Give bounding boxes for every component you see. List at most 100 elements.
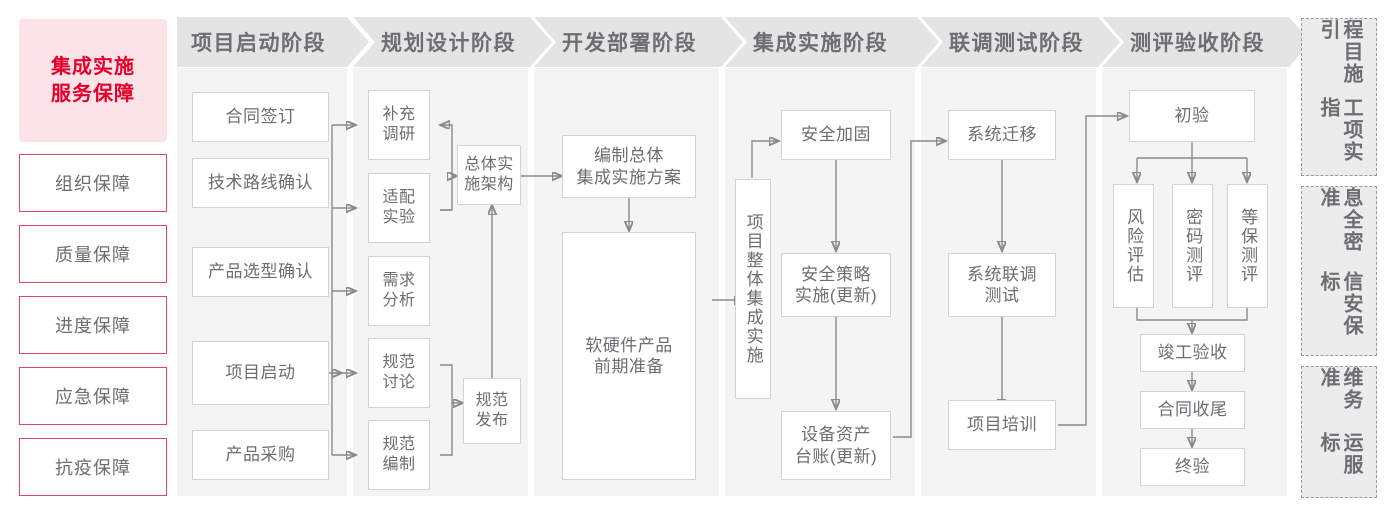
guarantee-item-label: 应急保障 xyxy=(55,387,131,407)
node-completion-acceptance[interactable]: 竣工验收 xyxy=(1140,334,1245,372)
title-block-line2: 服务保障 xyxy=(51,82,135,105)
phase-header-jointtest[interactable]: 联调测试阶段 xyxy=(921,17,1120,67)
node-label-line1: 安全策略 xyxy=(800,264,871,284)
standard-label-col2: 信安保标 xyxy=(1317,271,1362,337)
phase-header-label: 集成实施阶段 xyxy=(753,32,888,55)
phase-header-label: 项目启动阶段 xyxy=(191,32,326,55)
node-system-migration[interactable]: 系统迁移 xyxy=(948,110,1056,160)
standard-engineering-guide[interactable]: 程目施引 工项实指 xyxy=(1301,18,1377,176)
phase-header-startup[interactable]: 项目启动阶段 xyxy=(177,17,369,67)
node-label-line1: 系统联调 xyxy=(967,264,1037,284)
node-label-line1: 规范 xyxy=(382,354,416,371)
node-label-line2: 台账(更新) xyxy=(794,446,878,466)
standard-label-col1: 息全密准 xyxy=(1317,187,1362,253)
phase-header-acceptance[interactable]: 测评验收阶段 xyxy=(1102,17,1311,67)
guarantee-item-label: 组织保障 xyxy=(55,174,131,194)
guarantee-item-label: 质量保障 xyxy=(55,245,131,265)
phase-header-integrate[interactable]: 集成实施阶段 xyxy=(725,17,939,67)
standard-label-col1: 程目施引 xyxy=(1317,19,1362,85)
node-label-line2: 施架构 xyxy=(464,176,514,193)
node-equipment-asset-ledger[interactable]: 设备资产 台账(更新) xyxy=(781,411,891,480)
standard-label-col2: 运服标 xyxy=(1317,432,1362,476)
node-label-line2: 编制 xyxy=(382,456,416,473)
node-overall-implementation-architecture[interactable]: 总体实 施架构 xyxy=(457,145,521,205)
node-label-line1: 软硬件产品 xyxy=(585,335,673,355)
guarantee-item-label: 抗疫保障 xyxy=(55,458,131,478)
node-risk-assessment[interactable]: 风险评估 xyxy=(1113,184,1154,308)
node-final-acceptance[interactable]: 终验 xyxy=(1140,448,1245,486)
node-label-line1: 适配 xyxy=(382,189,416,206)
node-standard-drafting[interactable]: 规范 编制 xyxy=(368,420,430,490)
node-label: 安全加固 xyxy=(801,125,871,145)
standard-om-service[interactable]: 维务准 运服标 xyxy=(1301,366,1377,498)
node-contract-closeout[interactable]: 合同收尾 xyxy=(1140,391,1245,429)
phase-header-label: 测评验收阶段 xyxy=(1130,32,1265,55)
node-label: 竣工验收 xyxy=(1157,343,1228,363)
node-label: 项目整体集成实施 xyxy=(743,213,763,365)
node-label: 系统迁移 xyxy=(967,125,1037,145)
standard-label-col2: 工项实指 xyxy=(1317,97,1362,163)
node-adaptation-experiment[interactable]: 适配 实验 xyxy=(368,173,430,243)
node-label: 风险评估 xyxy=(1124,208,1144,284)
node-standard-discussion[interactable]: 规范 讨论 xyxy=(368,338,430,408)
node-system-joint-debug-test[interactable]: 系统联调 测试 xyxy=(948,253,1056,317)
node-label: 项目启动 xyxy=(225,363,296,383)
node-standard-release[interactable]: 规范 发布 xyxy=(463,378,521,444)
node-classified-protection-evaluation[interactable]: 等保测评 xyxy=(1227,184,1268,308)
standard-infosec-confidentiality[interactable]: 息全密准 信安保标 xyxy=(1301,186,1377,356)
node-label-line2: 前期准备 xyxy=(594,357,664,376)
node-cryptography-evaluation[interactable]: 密码测评 xyxy=(1172,184,1213,308)
phase-header-label: 联调测试阶段 xyxy=(949,32,1084,55)
node-label-line2: 实施(更新) xyxy=(794,286,878,305)
node-security-policy-implementation[interactable]: 安全策略 实施(更新) xyxy=(781,253,891,317)
node-contract-signing[interactable]: 合同签订 xyxy=(192,92,329,142)
node-preliminary-acceptance[interactable]: 初验 xyxy=(1129,90,1255,142)
guarantee-item-4[interactable]: 抗疫保障 xyxy=(19,438,167,496)
node-tech-route-confirm[interactable]: 技术路线确认 xyxy=(192,158,329,208)
node-label-line2: 分析 xyxy=(382,292,416,309)
node-label: 终验 xyxy=(1175,457,1210,477)
node-requirement-analysis[interactable]: 需求 分析 xyxy=(368,256,430,326)
node-label-line2: 测试 xyxy=(984,286,1020,305)
phase-header-develop[interactable]: 开发部署阶段 xyxy=(534,17,743,67)
node-label: 合同签订 xyxy=(225,107,296,127)
node-security-hardening[interactable]: 安全加固 xyxy=(781,110,891,160)
standard-label-col1: 维务准 xyxy=(1317,367,1362,411)
node-draft-overall-integration-plan[interactable]: 编制总体 集成实施方案 xyxy=(562,135,696,198)
node-label-line2: 实验 xyxy=(382,209,416,226)
guarantee-item-1[interactable]: 质量保障 xyxy=(19,225,167,283)
node-label: 产品选型确认 xyxy=(208,262,313,282)
title-block-line1: 集成实施 xyxy=(51,55,135,78)
guarantee-item-label: 进度保障 xyxy=(55,316,131,336)
node-label-line2: 调研 xyxy=(382,126,416,143)
title-block: 集成实施 服务保障 xyxy=(19,19,167,142)
guarantee-item-0[interactable]: 组织保障 xyxy=(19,154,167,212)
node-product-selection-confirm[interactable]: 产品选型确认 xyxy=(192,247,329,297)
phase-header-label: 开发部署阶段 xyxy=(562,32,697,55)
phase-header-planning[interactable]: 规划设计阶段 xyxy=(353,17,552,67)
node-overall-project-integration[interactable]: 项目整体集成实施 xyxy=(735,179,771,399)
node-label: 技术路线确认 xyxy=(208,173,313,193)
node-label: 合同收尾 xyxy=(1157,400,1228,420)
node-supplementary-research[interactable]: 补充 调研 xyxy=(368,90,430,160)
node-label-line2: 集成实施方案 xyxy=(576,167,682,187)
node-label: 等保测评 xyxy=(1238,208,1258,284)
node-label-line2: 发布 xyxy=(475,412,509,429)
guarantee-item-3[interactable]: 应急保障 xyxy=(19,367,167,425)
node-label-line1: 规范 xyxy=(382,436,416,453)
node-label-line1: 设备资产 xyxy=(800,425,871,445)
node-label-line1: 补充 xyxy=(382,106,416,123)
node-hardware-software-preparation[interactable]: 软硬件产品 前期准备 xyxy=(562,232,696,480)
node-label: 项目培训 xyxy=(967,415,1037,435)
node-label-line1: 总体实 xyxy=(464,156,514,173)
node-project-training[interactable]: 项目培训 xyxy=(948,400,1056,450)
node-label: 初验 xyxy=(1174,106,1210,126)
node-project-kickoff[interactable]: 项目启动 xyxy=(192,341,329,405)
guarantee-item-2[interactable]: 进度保障 xyxy=(19,296,167,354)
node-label: 密码测评 xyxy=(1183,208,1203,284)
node-label-line2: 讨论 xyxy=(382,374,416,391)
node-label: 产品采购 xyxy=(225,445,296,465)
node-product-procurement[interactable]: 产品采购 xyxy=(192,430,329,480)
node-label-line1: 编制总体 xyxy=(594,146,664,166)
